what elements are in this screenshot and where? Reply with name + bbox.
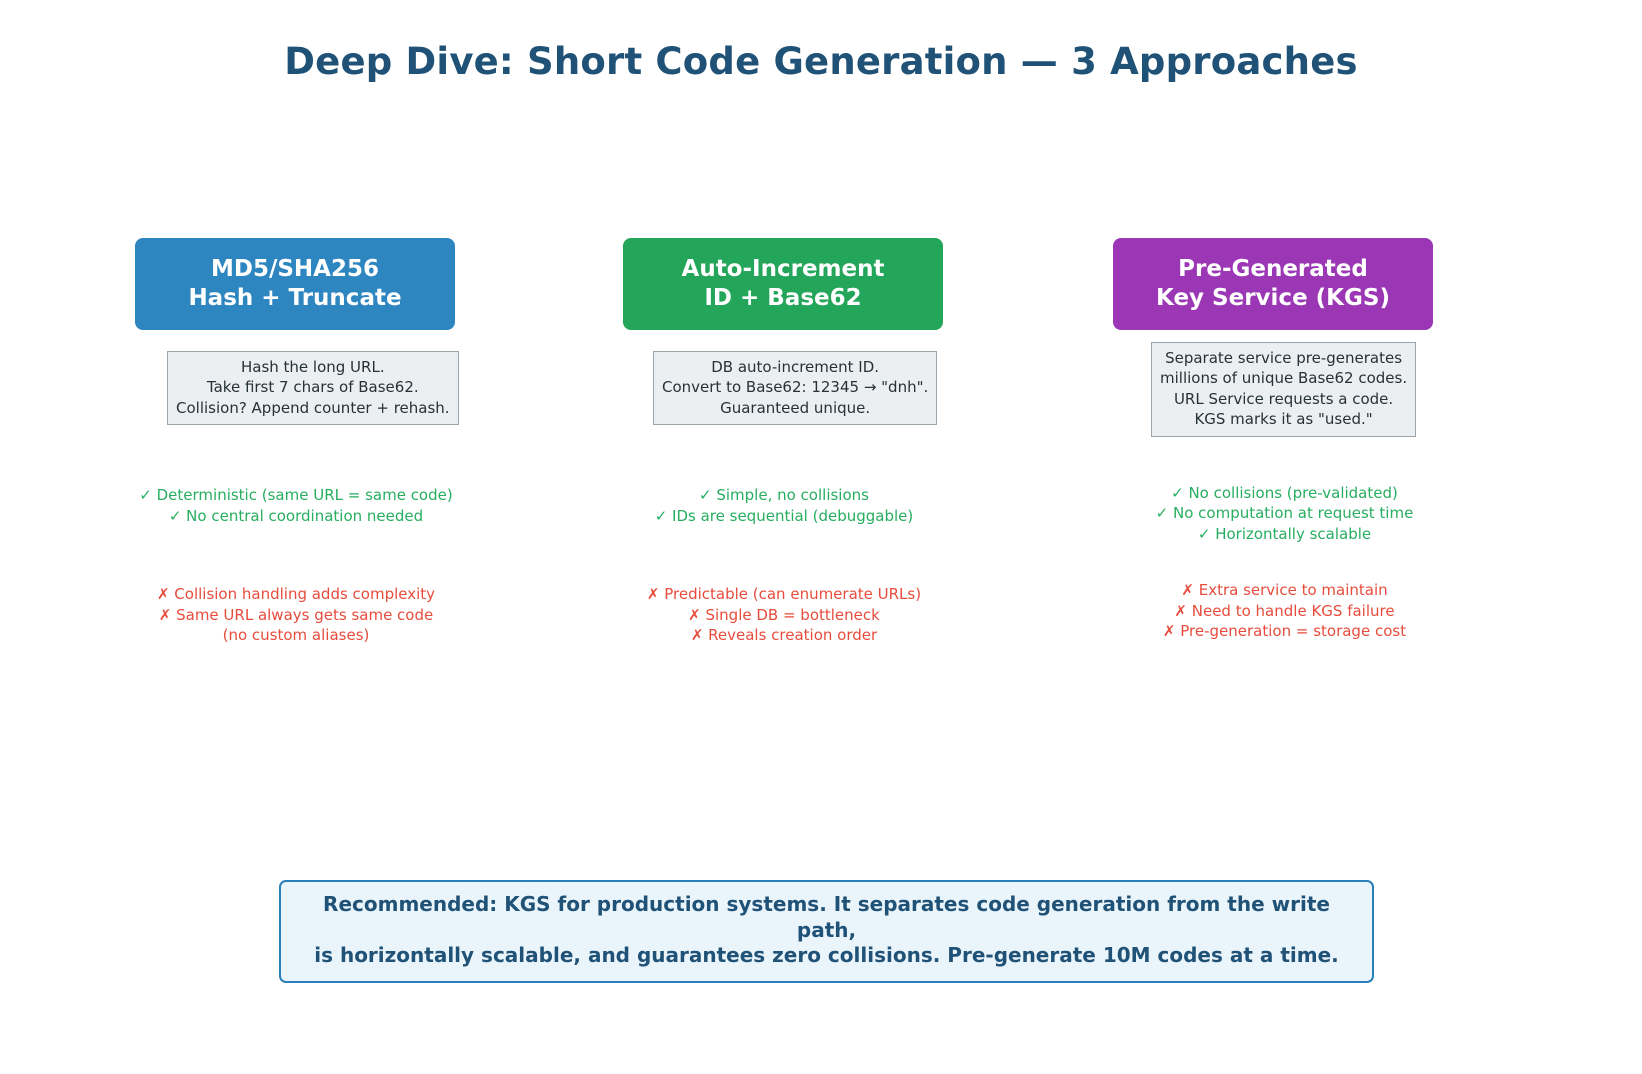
approach-3-con-2: ✗ Need to handle KGS failure (1174, 601, 1395, 620)
approach-1-header-line1: MD5/SHA256 (210, 256, 379, 283)
approach-3-header: Pre-Generated Key Service (KGS) (1113, 238, 1433, 330)
approach-card-1: MD5/SHA256 Hash + Truncate Hash the long… (125, 238, 465, 646)
approach-card-3: Pre-Generated Key Service (KGS) Separate… (1103, 238, 1443, 642)
approach-3-con-3: ✗ Pre-generation = storage cost (1162, 622, 1407, 641)
approach-3-pro-1: ✓ No collisions (pre-validated) (1171, 483, 1398, 502)
approach-3-desc-line-3: URL Service requests a code. (1173, 389, 1394, 408)
approach-3-header-line1: Pre-Generated (1178, 256, 1368, 283)
approach-1-pro-1: ✓ Deterministic (same URL = same code) (139, 486, 453, 505)
approach-1-description: Hash the long URL. Take first 7 chars of… (167, 351, 459, 426)
approach-1-desc-line-2: Take first 7 chars of Base62. (206, 378, 419, 397)
approach-1-con-1: ✗ Collision handling adds complexity (156, 585, 436, 604)
approach-3-desc-line-1: Separate service pre-generates (1165, 349, 1403, 367)
approach-2-header-line2: ID + Base62 (704, 285, 862, 311)
approach-1-desc-line-1: Hash the long URL. (240, 358, 385, 376)
approach-3-cons: ✗ Extra service to maintain ✗ Need to ha… (1126, 580, 1443, 642)
approach-2-header-line1: Auto-Increment (681, 256, 885, 283)
approach-1-desc-line-3: Collision? Append counter + rehash. (176, 398, 450, 417)
approach-2-con-1: ✗ Predictable (can enumerate URLs) (646, 585, 922, 604)
approach-2-pro-2: ✓ IDs are sequential (debuggable) (654, 506, 914, 525)
approach-3-con-1: ✗ Extra service to maintain (1181, 581, 1388, 600)
approach-1-cons: ✗ Collision handling adds complexity ✗ S… (127, 584, 465, 646)
approach-3-description: Separate service pre-generates millions … (1151, 342, 1417, 437)
approaches-container: MD5/SHA256 Hash + Truncate Hash the long… (0, 238, 1642, 658)
approach-2-cons: ✗ Predictable (can enumerate URLs) ✗ Sin… (615, 584, 953, 646)
approach-3-pros: ✓ No collisions (pre-validated) ✓ No com… (1126, 483, 1443, 545)
page-title: Deep Dive: Short Code Generation — 3 App… (284, 40, 1358, 83)
recommendation-banner: Recommended: KGS for production systems.… (279, 880, 1374, 983)
approach-2-desc-line-3: Guaranteed unique. (720, 398, 871, 417)
approach-3-desc-line-4: KGS marks it as "used." (1194, 410, 1373, 429)
approach-2-desc-line-1: DB auto-increment ID. (711, 358, 880, 376)
approach-3-header-line2: Key Service (KGS) (1156, 285, 1390, 311)
approach-2-desc-line-2: Convert to Base62: 12345 → "dnh". (662, 378, 929, 397)
approach-3-pro-2: ✓ No computation at request time (1155, 504, 1414, 523)
approach-2-con-2: ✗ Single DB = bottleneck (688, 605, 880, 624)
approach-1-con-2: ✗ Same URL always gets same code (158, 605, 434, 624)
approach-card-2: Auto-Increment ID + Base62 DB auto-incre… (613, 238, 953, 646)
approach-2-pros: ✓ Simple, no collisions ✓ IDs are sequen… (615, 485, 953, 526)
approach-3-pro-3: ✓ Horizontally scalable (1197, 524, 1372, 543)
approach-2-header: Auto-Increment ID + Base62 (623, 238, 943, 330)
approach-2-pro-1: ✓ Simple, no collisions (699, 486, 869, 505)
approach-1-pros: ✓ Deterministic (same URL = same code) ✓… (127, 485, 465, 526)
approach-1-pro-2: ✓ No central coordination needed (168, 506, 424, 525)
approach-1-header-line2: Hash + Truncate (188, 285, 402, 311)
recommendation-line-1: Recommended: KGS for production systems.… (323, 892, 1330, 942)
approach-3-desc-line-2: millions of unique Base62 codes. (1160, 369, 1408, 388)
approach-2-con-3: ✗ Reveals creation order (690, 626, 878, 645)
approach-1-con-3: (no custom aliases) (222, 626, 370, 645)
approach-1-header: MD5/SHA256 Hash + Truncate (135, 238, 455, 330)
approach-2-description: DB auto-increment ID. Convert to Base62:… (653, 351, 938, 426)
recommendation-line-2: is horizontally scalable, and guarantees… (314, 943, 1339, 968)
